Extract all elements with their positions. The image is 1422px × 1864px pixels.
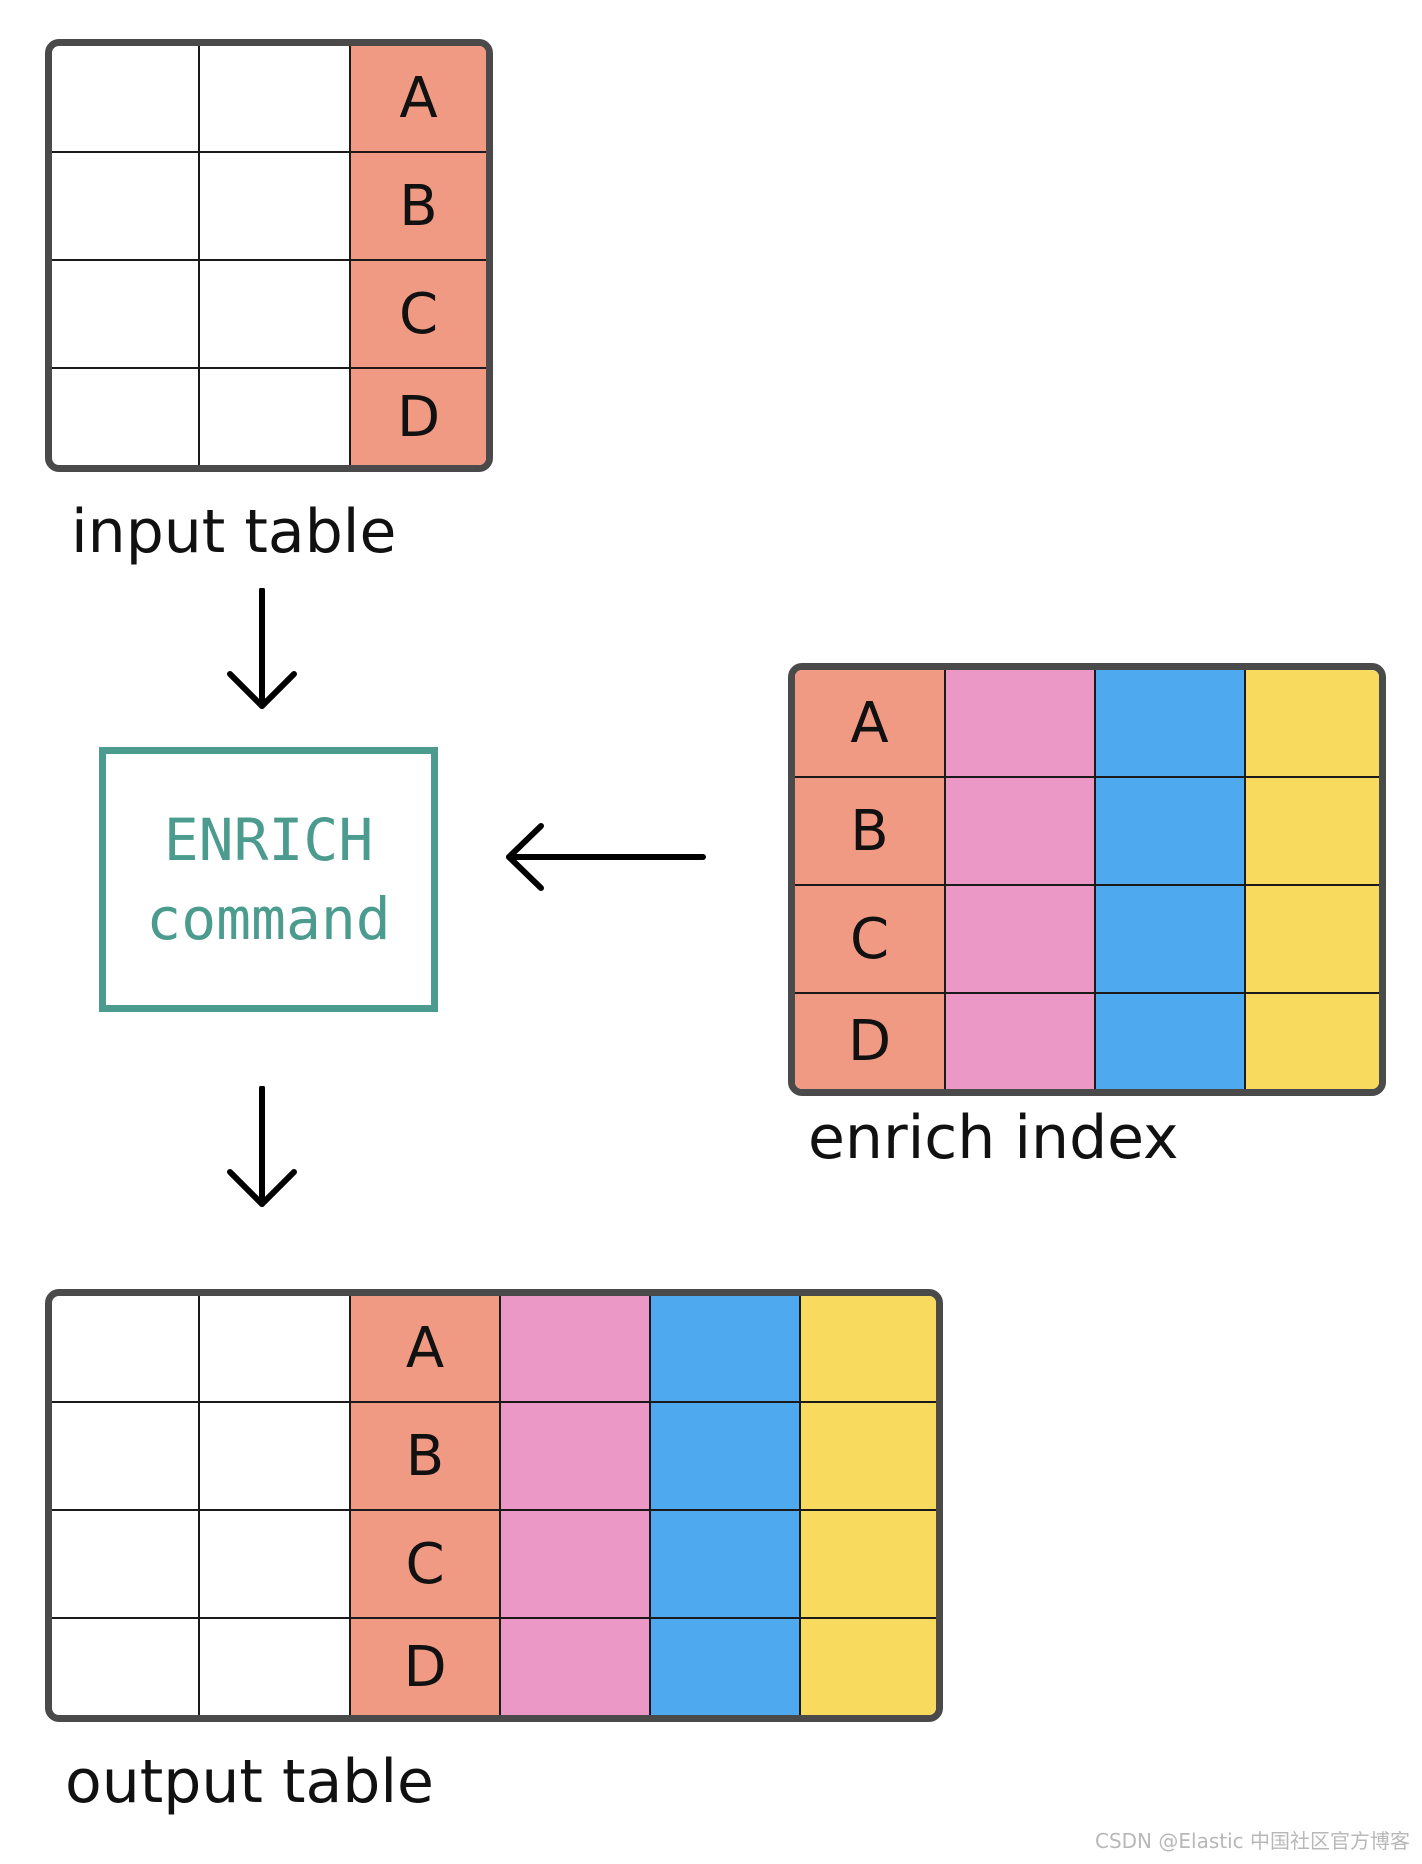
input-empty-cell	[52, 153, 200, 261]
input-empty-cell	[52, 261, 200, 369]
output-key-cell: C	[351, 1511, 501, 1619]
output-key-cell: B	[351, 1403, 501, 1511]
enrich-index-caption: enrich index	[808, 1103, 1179, 1173]
enrich-index-grid: A B C D	[795, 670, 1379, 1089]
index-blue-cell	[1096, 778, 1246, 886]
index-blue-cell	[1096, 886, 1246, 994]
output-blue-cell	[651, 1619, 801, 1715]
output-empty-cell	[52, 1403, 200, 1511]
index-blue-cell	[1096, 670, 1246, 778]
index-blue-cell	[1096, 994, 1246, 1089]
input-empty-cell	[200, 46, 351, 153]
input-empty-cell	[52, 46, 200, 153]
arrow-down-icon	[227, 588, 297, 709]
output-empty-cell	[200, 1511, 351, 1619]
input-key-cell: A	[351, 46, 486, 153]
output-empty-cell	[52, 1296, 200, 1403]
input-empty-cell	[52, 369, 200, 465]
output-pink-cell	[501, 1296, 651, 1403]
input-key-cell: D	[351, 369, 486, 465]
output-pink-cell	[501, 1511, 651, 1619]
enrich-index-table: A B C D	[788, 663, 1386, 1096]
enrich-command-keyword: ENRICH	[163, 806, 374, 875]
index-yellow-cell	[1246, 670, 1379, 778]
output-blue-cell	[651, 1511, 801, 1619]
output-empty-cell	[200, 1403, 351, 1511]
index-key-cell: A	[795, 670, 946, 778]
input-empty-cell	[200, 261, 351, 369]
input-table: A B C D	[45, 39, 493, 472]
enrich-command-box: ENRICH command	[99, 747, 438, 1012]
output-yellow-cell	[801, 1511, 936, 1619]
output-yellow-cell	[801, 1403, 936, 1511]
input-empty-cell	[200, 153, 351, 261]
index-pink-cell	[946, 886, 1096, 994]
input-table-caption: input table	[71, 497, 397, 567]
output-pink-cell	[501, 1619, 651, 1715]
index-key-cell: D	[795, 994, 946, 1089]
arrow-down-icon	[227, 1086, 297, 1207]
input-table-grid: A B C D	[52, 46, 486, 465]
index-pink-cell	[946, 994, 1096, 1089]
output-empty-cell	[200, 1619, 351, 1715]
output-blue-cell	[651, 1296, 801, 1403]
output-empty-cell	[52, 1511, 200, 1619]
output-empty-cell	[52, 1619, 200, 1715]
output-pink-cell	[501, 1403, 651, 1511]
output-table-caption: output table	[65, 1747, 434, 1817]
output-yellow-cell	[801, 1296, 936, 1403]
index-yellow-cell	[1246, 886, 1379, 994]
index-yellow-cell	[1246, 994, 1379, 1089]
index-key-cell: B	[795, 778, 946, 886]
output-yellow-cell	[801, 1619, 936, 1715]
index-key-cell: C	[795, 886, 946, 994]
arrow-left-icon	[506, 823, 706, 891]
output-key-cell: A	[351, 1296, 501, 1403]
output-table: A B C D	[45, 1289, 943, 1722]
input-key-cell: C	[351, 261, 486, 369]
watermark: CSDN @Elastic 中国社区官方博客	[1095, 1829, 1410, 1853]
enrich-command-word: command	[146, 884, 391, 953]
input-key-cell: B	[351, 153, 486, 261]
index-yellow-cell	[1246, 778, 1379, 886]
input-empty-cell	[200, 369, 351, 465]
output-blue-cell	[651, 1403, 801, 1511]
output-key-cell: D	[351, 1619, 501, 1715]
index-pink-cell	[946, 778, 1096, 886]
output-empty-cell	[200, 1296, 351, 1403]
output-table-grid: A B C D	[52, 1296, 936, 1715]
index-pink-cell	[946, 670, 1096, 778]
